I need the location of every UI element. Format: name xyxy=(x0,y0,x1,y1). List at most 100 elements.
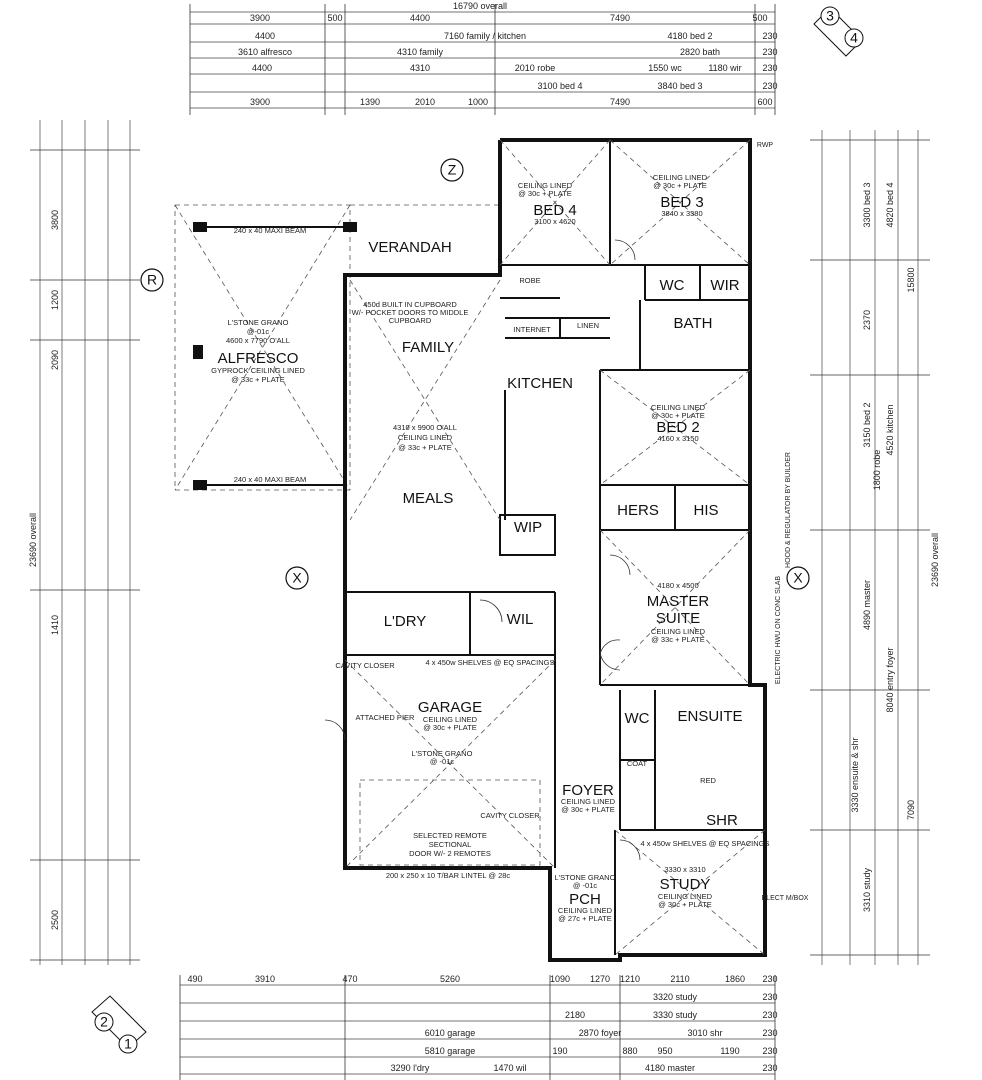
svg-text:SELECTED REMOTE: SELECTED REMOTE xyxy=(413,831,487,840)
svg-text:15800: 15800 xyxy=(906,267,916,292)
svg-text:3800: 3800 xyxy=(50,210,60,230)
svg-text:3300 bed 3: 3300 bed 3 xyxy=(862,182,872,227)
svg-text:230: 230 xyxy=(762,1010,777,1020)
svg-text:240 x 40 MAXI BEAM: 240 x 40 MAXI BEAM xyxy=(234,475,307,484)
verandah-area: VERANDAH xyxy=(350,204,500,256)
svg-text:3330 ensuite & shr: 3330 ensuite & shr xyxy=(850,737,860,812)
svg-text:ELECT M/BOX: ELECT M/BOX xyxy=(762,895,809,902)
svg-text:L'STONE GRANO: L'STONE GRANO xyxy=(228,318,289,327)
svg-text:4180 bed 2: 4180 bed 2 xyxy=(667,31,712,41)
svg-text:X: X xyxy=(793,570,803,586)
svg-text:3100 bed 4: 3100 bed 4 xyxy=(537,81,582,91)
svg-text:RED: RED xyxy=(700,776,716,785)
svg-text:7490: 7490 xyxy=(610,97,630,107)
room-study: STUDY xyxy=(660,876,711,893)
svg-text:230: 230 xyxy=(762,1028,777,1038)
room-hers: HERS xyxy=(617,502,659,519)
svg-text:COAT: COAT xyxy=(627,759,648,768)
svg-text:7490: 7490 xyxy=(610,13,630,23)
svg-text:3900: 3900 xyxy=(250,13,270,23)
svg-text:HOOD & REGULATOR BY BUILDER: HOOD & REGULATOR BY BUILDER xyxy=(785,452,792,568)
section-marker-z: Z xyxy=(440,158,464,182)
svg-text:@ 30c + PLATE: @ 30c + PLATE xyxy=(423,723,477,732)
svg-text:6010 garage: 6010 garage xyxy=(425,1028,476,1038)
svg-text:@ -01c: @ -01c xyxy=(430,757,455,766)
room-bath: BATH xyxy=(674,315,713,332)
svg-text:L'STONE GRANO: L'STONE GRANO xyxy=(555,873,616,882)
svg-text:2110: 2110 xyxy=(670,974,689,984)
svg-text:@ -01c: @ -01c xyxy=(573,881,598,890)
room-wil: WIL xyxy=(507,611,534,628)
bottom-dimensions: 490 3910 470 5260 1090 1270 1210 2110 18… xyxy=(179,974,778,1080)
section-marker-2-1: 2 1 xyxy=(91,995,147,1054)
svg-text:4520 kitchen: 4520 kitchen xyxy=(885,404,895,455)
svg-text:470: 470 xyxy=(342,974,357,984)
svg-text:1190: 1190 xyxy=(720,1046,739,1056)
svg-text:R: R xyxy=(147,272,157,288)
svg-text:1: 1 xyxy=(124,1036,132,1052)
section-marker-x-right: X xyxy=(786,566,810,590)
room-meals: MEALS xyxy=(403,490,454,507)
svg-text:@ 33c + PLATE: @ 33c + PLATE xyxy=(231,375,285,384)
svg-text:2090: 2090 xyxy=(50,350,60,370)
room-verandah: VERANDAH xyxy=(368,239,451,256)
svg-text:230: 230 xyxy=(762,47,777,57)
svg-text:INTERNET: INTERNET xyxy=(513,325,551,334)
right-dimensions: 15800 7090 23690 overall 3300 bed 3 4820… xyxy=(810,130,940,965)
room-labels: CEILING LINED @ 30c + PLATE BED 4 3100 x… xyxy=(335,142,808,923)
svg-text:490: 490 xyxy=(187,974,202,984)
svg-text:4180 master: 4180 master xyxy=(645,1063,695,1073)
svg-text:4310 family: 4310 family xyxy=(397,47,444,57)
door-swings xyxy=(324,239,641,861)
svg-text:CEILING LINED: CEILING LINED xyxy=(561,797,616,806)
svg-text:GYPROCK CEILING LINED: GYPROCK CEILING LINED xyxy=(211,366,305,375)
svg-text:3910: 3910 xyxy=(255,974,275,984)
svg-text:4 x 450w SHELVES @ EQ SPACINGS: 4 x 450w SHELVES @ EQ SPACINGS xyxy=(640,839,769,848)
svg-text:230: 230 xyxy=(762,81,777,91)
room-his: HIS xyxy=(693,502,718,519)
svg-text:230: 230 xyxy=(762,1063,777,1073)
svg-text:CAVITY CLOSER: CAVITY CLOSER xyxy=(335,661,395,670)
svg-text:4400: 4400 xyxy=(410,13,430,23)
svg-text:SECTIONAL: SECTIONAL xyxy=(429,840,472,849)
svg-text:ATTACHED PIER: ATTACHED PIER xyxy=(356,713,415,722)
svg-text:500: 500 xyxy=(752,13,767,23)
svg-text:3150 bed 2: 3150 bed 2 xyxy=(862,402,872,447)
svg-text:2370: 2370 xyxy=(862,310,872,330)
room-alfresco: ALFRESCO xyxy=(218,350,299,367)
svg-text:ELECTRIC HWU ON CONC SLAB: ELECTRIC HWU ON CONC SLAB xyxy=(775,576,782,684)
svg-text:3310 study: 3310 study xyxy=(862,867,872,912)
svg-text:230: 230 xyxy=(762,1046,777,1056)
svg-text:880: 880 xyxy=(622,1046,637,1056)
garage-door xyxy=(359,779,541,866)
svg-text:@ 33c + PLATE: @ 33c + PLATE xyxy=(651,635,705,644)
svg-text:230: 230 xyxy=(762,992,777,1002)
svg-text:CEILING LINED: CEILING LINED xyxy=(651,627,706,636)
svg-text:CEILING LINED: CEILING LINED xyxy=(658,892,713,901)
alfresco-area: 240 x 40 MAXI BEAM 240 x 40 MAXI BEAM L'… xyxy=(174,204,357,491)
room-kitchen: KITCHEN xyxy=(507,375,573,392)
svg-text:5260: 5260 xyxy=(440,974,460,984)
svg-text:600: 600 xyxy=(757,97,772,107)
svg-text:190: 190 xyxy=(552,1046,567,1056)
svg-text:4310: 4310 xyxy=(410,63,430,73)
room-laundry: L'DRY xyxy=(384,613,427,630)
svg-text:LINEN: LINEN xyxy=(577,321,599,330)
svg-text:@ 30c + PLATE: @ 30c + PLATE xyxy=(651,411,705,420)
svg-text:@ 33c + PLATE: @ 33c + PLATE xyxy=(398,443,452,452)
svg-text:230: 230 xyxy=(762,63,777,73)
svg-text:4: 4 xyxy=(850,30,858,46)
room-wip: WIP xyxy=(514,519,542,536)
svg-text:1800 robe: 1800 robe xyxy=(872,450,882,491)
svg-text:4890 master: 4890 master xyxy=(862,580,872,630)
room-master: MASTER xyxy=(647,593,710,610)
room-garage: GARAGE xyxy=(418,699,482,716)
svg-text:4310 x 9900 O'ALL: 4310 x 9900 O'ALL xyxy=(393,423,457,432)
ceiling-diagonals xyxy=(344,139,766,956)
svg-text:7160 family / kitchen: 7160 family / kitchen xyxy=(444,31,526,41)
room-bed-4: BED 4 xyxy=(533,202,576,219)
svg-text:3900: 3900 xyxy=(250,97,270,107)
svg-text:2010: 2010 xyxy=(415,97,435,107)
room-suite: SUITE xyxy=(656,610,700,627)
